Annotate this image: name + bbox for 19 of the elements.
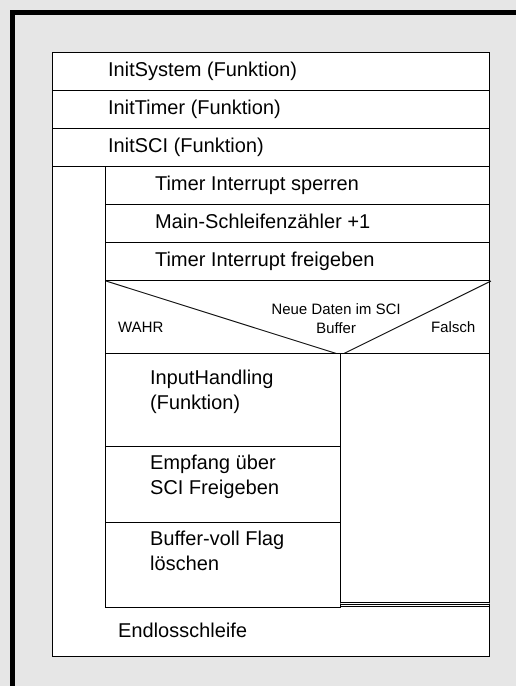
process-box [52,52,490,91]
branch-label: Falsch [431,319,476,338]
process-box [52,128,490,167]
step-text: Empfang über SCI Freigeben [150,451,280,501]
process-box [52,90,490,129]
branch-label: WAHR [118,319,164,338]
step-text: Main-Schleifenzähler +1 [155,210,370,235]
step-text: Timer Interrupt freigeben [155,248,374,273]
loop-block [52,166,490,657]
decision-block [105,280,490,607]
empty-branch-box [340,353,490,605]
loop-label: Endlosschleife [118,619,247,644]
condition-text: Neue Daten im SCI Buffer [270,301,402,338]
step-text: InitSCI (Funktion) [108,134,264,159]
step-text: InitSystem (Funktion) [108,58,297,83]
step-text: Buffer-voll Flag löschen [150,527,286,577]
step-text: Timer Interrupt sperren [155,172,359,197]
step-text: InputHandling (Funktion) [150,366,274,416]
step-text: InitTimer (Funktion) [108,96,281,121]
